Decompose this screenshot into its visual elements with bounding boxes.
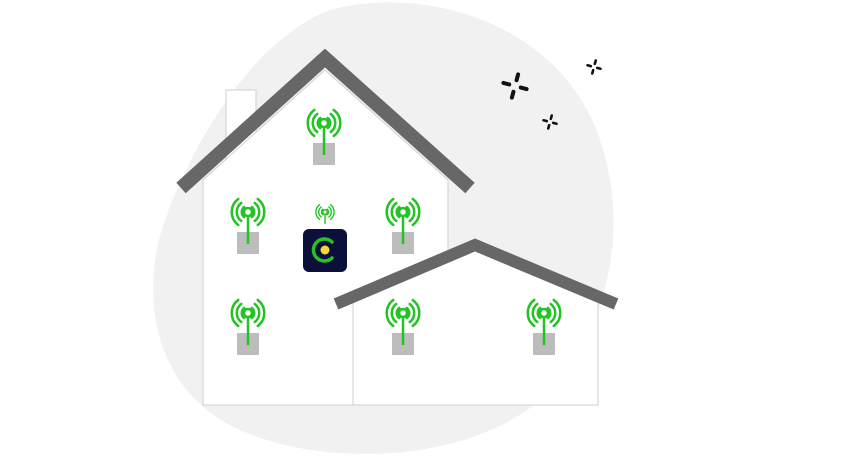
main-roof <box>176 48 475 194</box>
wifi-antenna-icon <box>230 298 266 355</box>
app-logo-icon <box>303 229 347 272</box>
sparkle-icon <box>542 114 558 130</box>
wifi-antenna-icon <box>385 197 421 254</box>
wifi-antenna-icon <box>385 298 421 355</box>
wifi-antenna-icon <box>315 204 335 224</box>
sparkle-icon <box>586 59 602 75</box>
wifi-antenna-icon <box>306 108 342 165</box>
annex-roof <box>333 238 619 310</box>
sparkle-icon <box>501 72 529 100</box>
wifi-antenna-icon <box>230 197 266 254</box>
wifi-antenna-icon <box>526 298 562 355</box>
